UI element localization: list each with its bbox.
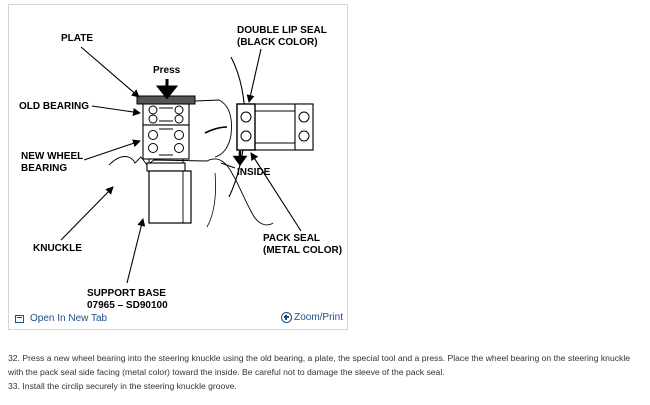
figure-footer: Open In New Tab Zoom/Print — [9, 309, 347, 329]
separator-curve-inner — [204, 126, 228, 134]
knuckle-outline — [108, 156, 274, 226]
new-wheel-bearing — [142, 124, 190, 163]
new-tab-icon — [15, 314, 24, 323]
instruction-step-32: 32. Press a new wheel bearing into the s… — [8, 353, 631, 377]
zoom-plus-icon — [281, 312, 293, 323]
support-base — [146, 162, 192, 224]
label-pack-seal-2: (METAL COLOR) — [263, 245, 342, 256]
zoom-print-label: Zoom/Print — [294, 312, 343, 323]
knuckle-upper-edge — [194, 99, 232, 158]
figure-card: PLATE Press OLD BEARING NEW WHEEL BEARIN… — [8, 4, 348, 330]
knuckle-leader — [60, 186, 114, 241]
instructions: 32. Press a new wheel bearing into the s… — [8, 351, 644, 393]
label-press: Press — [153, 65, 181, 76]
old-bearing — [142, 103, 190, 126]
label-inside: INSIDE — [237, 167, 271, 178]
new-wheel-bearing-leader — [83, 139, 141, 161]
bearing-press-diagram: PLATE Press OLD BEARING NEW WHEEL BEARIN… — [19, 25, 342, 311]
label-support-base-2: 07965 – SD90100 — [87, 300, 168, 311]
pack-seal-leader — [250, 152, 302, 232]
press-arrow — [155, 79, 179, 100]
bearing-detail — [236, 103, 314, 151]
label-plate: PLATE — [61, 33, 93, 44]
label-new-wheel-bearing-1: NEW WHEEL — [21, 151, 83, 162]
label-double-lip-seal-1: DOUBLE LIP SEAL — [237, 25, 327, 36]
support-base-leader — [126, 218, 146, 284]
label-knuckle: KNUCKLE — [33, 243, 82, 254]
double-lip-seal-leader — [246, 48, 262, 103]
label-double-lip-seal-2: (BLACK COLOR) — [237, 37, 318, 48]
open-in-new-tab-label: Open In New Tab — [30, 313, 108, 324]
inside-arrow — [232, 151, 248, 167]
open-in-new-tab-link[interactable]: Open In New Tab — [15, 313, 107, 324]
label-old-bearing: OLD BEARING — [19, 101, 89, 112]
plate-leader — [80, 46, 140, 98]
instruction-step-33: 33. Install the circlip securely in the … — [8, 381, 237, 391]
label-new-wheel-bearing-2: BEARING — [21, 163, 67, 174]
knuckle-lower-edge — [206, 172, 216, 228]
old-bearing-leader — [91, 105, 141, 116]
inside-leader — [220, 162, 236, 169]
label-support-base-1: SUPPORT BASE — [87, 288, 166, 299]
zoom-print-link[interactable]: Zoom/Print — [281, 312, 343, 323]
label-pack-seal-1: PACK SEAL — [263, 233, 320, 244]
